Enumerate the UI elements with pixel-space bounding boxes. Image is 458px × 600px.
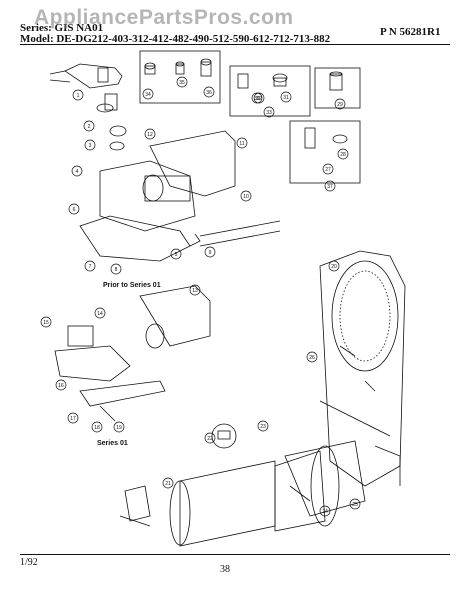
callout-1: 1: [77, 93, 80, 99]
callout-21: 21: [165, 481, 171, 487]
caption-prior-to-series-01: Prior to Series 01: [103, 282, 161, 289]
callout-23: 23: [260, 424, 266, 430]
fitting-parts: [237, 73, 288, 89]
callout-17: 17: [70, 416, 76, 422]
callout-37: 37: [327, 184, 333, 190]
callout-27: 27: [325, 167, 331, 173]
bushing-part: [329, 71, 343, 91]
burner-assembly: [169, 440, 366, 547]
callout-34: 34: [145, 92, 151, 98]
terminal-block-part: [49, 63, 123, 89]
callout-13: 13: [192, 288, 198, 294]
callout-19: 19: [116, 425, 122, 431]
callout-8: 8: [115, 267, 118, 273]
callout-30: 30: [254, 96, 260, 102]
callout-28: 28: [340, 152, 346, 158]
callout-9: 9: [209, 250, 212, 256]
part-number: P N 56281R1: [380, 26, 441, 38]
parts-box-27-28: [289, 120, 361, 184]
motor-assembly-lower: [54, 285, 211, 527]
thermostat-detail: [211, 423, 237, 449]
plug-parts: [144, 58, 212, 77]
callout-11: 11: [239, 141, 244, 147]
callout-33: 33: [266, 110, 272, 116]
callout-15: 15: [43, 320, 49, 326]
footer-date: 1/92: [20, 557, 38, 568]
parts-box-34-36: [139, 50, 221, 104]
series-label: Series: GIS NA01: [20, 22, 104, 34]
callout-14: 14: [97, 311, 103, 317]
callout-5: 5: [175, 252, 178, 258]
callout-4: 4: [76, 169, 79, 175]
callout-2: 2: [88, 124, 91, 130]
callout-20: 20: [331, 264, 337, 270]
burner-housing: [319, 250, 406, 487]
callout-25: 25: [352, 502, 358, 508]
header-rule: [20, 44, 450, 45]
page-number: 38: [220, 564, 230, 575]
watermark: AppliancePartsPros.com: [34, 6, 294, 29]
callout-32: 32: [256, 96, 262, 102]
callout-16: 16: [58, 383, 64, 389]
exploded-parts-diagram: 1 2 3 4 5 6 7 8 9 10 11 12 13 14 15 16 1…: [40, 50, 406, 547]
callout-markers: 1 2 3 4 5 6 7 8 9 10 11 12 13 14 15 16 1…: [40, 76, 361, 517]
callout-12: 12: [147, 132, 153, 138]
callout-29: 29: [337, 102, 343, 108]
callout-10: 10: [243, 194, 249, 200]
callout-24: 24: [322, 509, 328, 515]
grommet-part: [304, 127, 348, 149]
callout-7: 7: [89, 264, 92, 270]
callout-35: 35: [179, 80, 185, 86]
motor-assembly-upper: [79, 93, 281, 262]
parts-box-31-33: [229, 65, 311, 117]
footer-rule: [20, 554, 450, 555]
callout-6: 6: [73, 207, 76, 213]
callout-18: 18: [94, 425, 100, 431]
callout-22: 22: [207, 436, 213, 442]
model-label: Model: DE-DG212-403-312-412-482-490-512-…: [20, 33, 331, 45]
caption-series-01: Series 01: [97, 440, 128, 447]
callout-36: 36: [206, 90, 212, 96]
callout-26: 26: [309, 355, 315, 361]
callout-3: 3: [89, 143, 92, 149]
callout-31: 31: [283, 95, 289, 101]
